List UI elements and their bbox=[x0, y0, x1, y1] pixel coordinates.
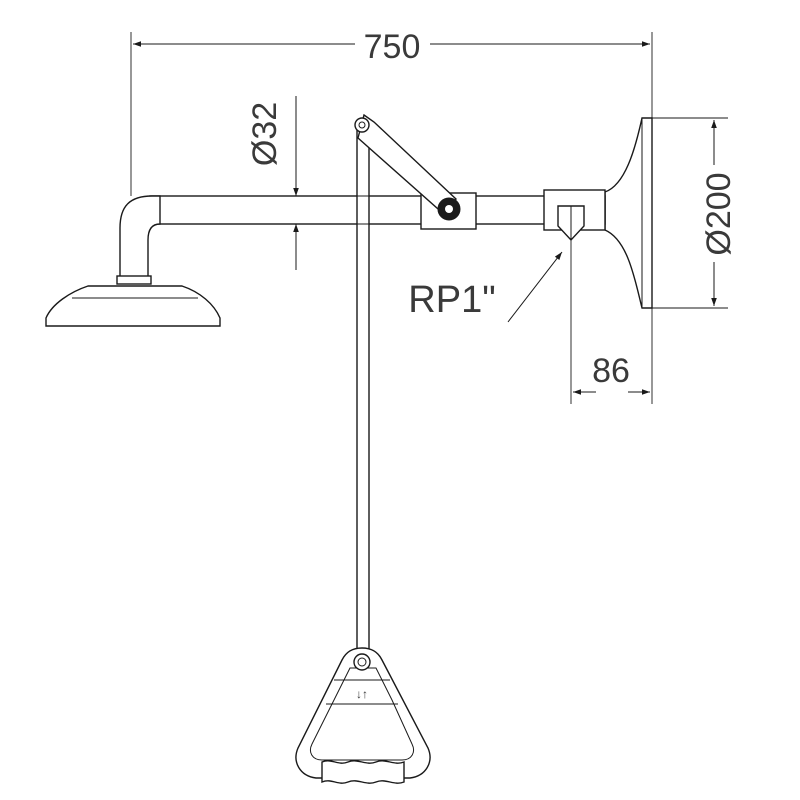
shower-head bbox=[45, 275, 221, 327]
dimension-750-label: 750 bbox=[364, 28, 421, 66]
supply-pipe bbox=[149, 195, 606, 225]
handle-direction-symbol: ↓↑ bbox=[356, 687, 368, 701]
valve-hub bbox=[437, 197, 461, 221]
dimension-wall-plate-diameter: Ø200 bbox=[652, 117, 738, 309]
inlet-thread-label: RP1" bbox=[408, 279, 495, 321]
dimension-32-label: Ø32 bbox=[246, 102, 284, 166]
dimension-200-label: Ø200 bbox=[700, 172, 738, 255]
pipe-elbow bbox=[119, 195, 161, 279]
dimension-overall-width: 750 bbox=[130, 28, 653, 196]
pull-handle: ↓↑ bbox=[295, 647, 431, 784]
dimension-86-label: 86 bbox=[592, 352, 630, 390]
dimension-inlet-offset: 86 bbox=[570, 240, 653, 404]
dimension-pipe-diameter: Ø32 bbox=[246, 96, 420, 270]
callout-inlet-thread: RP1" bbox=[408, 251, 563, 323]
pull-rod bbox=[356, 123, 370, 665]
wall-flange bbox=[604, 117, 653, 309]
tee-fitting bbox=[543, 189, 606, 242]
